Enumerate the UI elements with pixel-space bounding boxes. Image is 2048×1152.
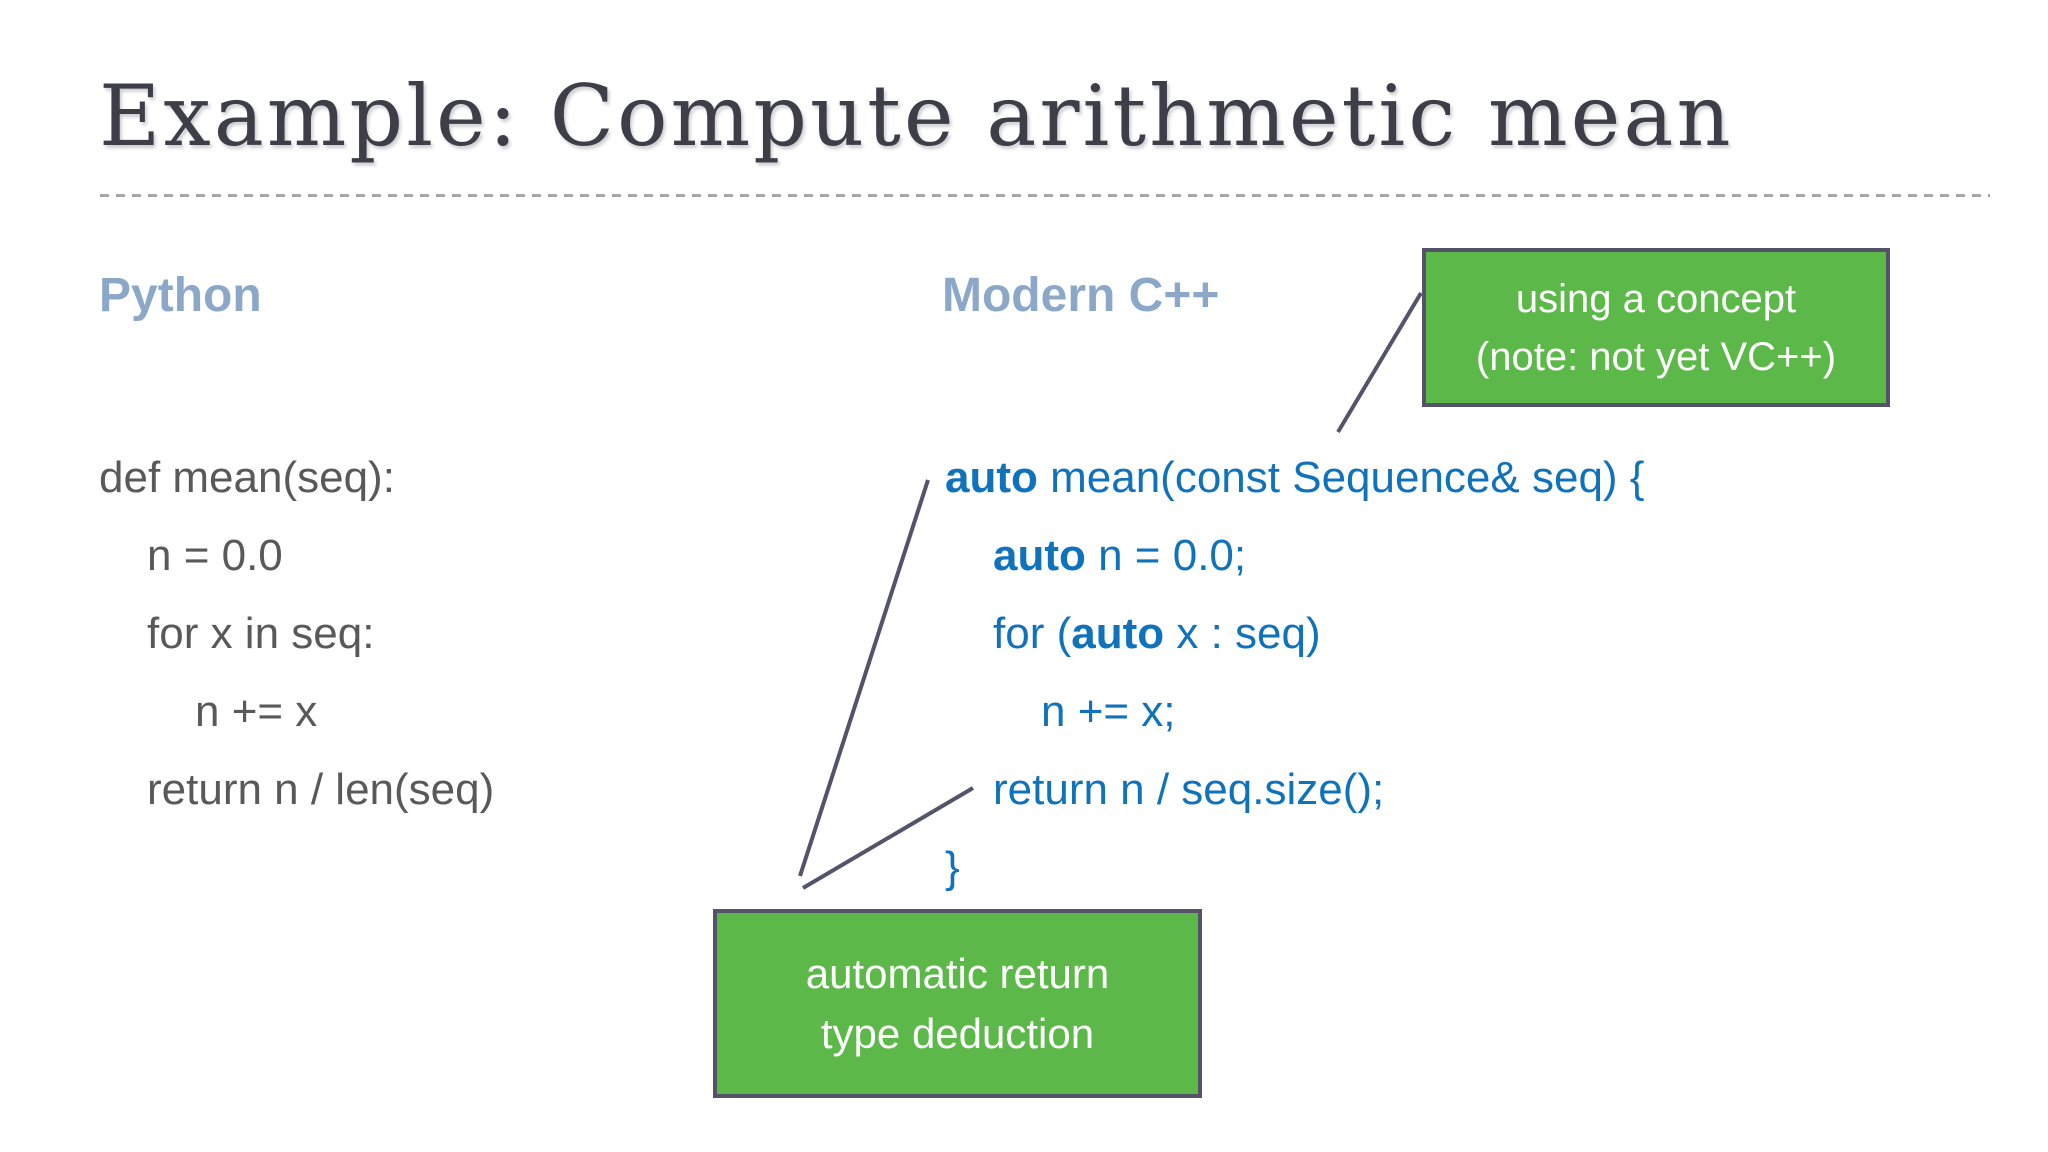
concept-callout-line1: using a concept bbox=[1515, 276, 1797, 321]
code-keyword: auto bbox=[945, 453, 1038, 502]
code-line: n = 0.0 bbox=[99, 517, 494, 595]
code-line: n += x bbox=[99, 673, 494, 751]
slide-title: Example: Compute arithmetic mean bbox=[99, 67, 1734, 165]
code-text: n += x bbox=[195, 687, 318, 736]
code-keyword: auto bbox=[993, 531, 1086, 580]
title-divider bbox=[100, 194, 1990, 197]
code-line: for x in seq: bbox=[99, 595, 494, 673]
code-line: return n / len(seq) bbox=[99, 751, 494, 829]
concept-callout: using a concept (note: not yet VC++) bbox=[1422, 248, 1890, 407]
connector-line-concept bbox=[1336, 291, 1423, 434]
code-line: n += x; bbox=[945, 673, 1644, 751]
code-text: return n / len(seq) bbox=[147, 765, 495, 814]
code-text: for ( bbox=[993, 609, 1072, 658]
code-line: auto mean(const Sequence& seq) { bbox=[945, 439, 1644, 517]
python-code-block: def mean(seq): n = 0.0 for x in seq: n += x… bbox=[99, 439, 494, 829]
code-keyword: auto bbox=[1071, 609, 1165, 658]
connector-line-auto bbox=[798, 479, 930, 877]
code-text: mean(const Sequence& seq) { bbox=[1037, 453, 1645, 502]
code-text: for x in seq: bbox=[147, 609, 375, 658]
code-text: n = 0.0 bbox=[147, 531, 283, 580]
deduction-callout: automatic return type deduction bbox=[713, 909, 1202, 1098]
python-heading: Python bbox=[99, 269, 262, 322]
code-line: auto n = 0.0; bbox=[945, 517, 1644, 595]
code-line: return n / seq.size(); bbox=[945, 751, 1644, 829]
code-text: } bbox=[945, 843, 960, 892]
code-text: x : seq) bbox=[1164, 609, 1321, 658]
cpp-code-block: auto mean(const Sequence& seq) {auto n =… bbox=[945, 439, 1644, 907]
code-text: n += x; bbox=[1041, 687, 1176, 736]
cpp-heading: Modern C++ bbox=[942, 269, 1220, 322]
code-line: } bbox=[945, 829, 1644, 907]
deduction-callout-line1: automatic return bbox=[805, 949, 1110, 997]
code-text: return n / seq.size(); bbox=[993, 765, 1385, 814]
concept-callout-line2: (note: not yet VC++) bbox=[1475, 334, 1837, 379]
code-text: def mean(seq): bbox=[99, 453, 395, 502]
deduction-callout-line2: type deduction bbox=[820, 1009, 1095, 1057]
code-text: n = 0.0; bbox=[1085, 531, 1247, 580]
code-line: def mean(seq): bbox=[99, 439, 494, 517]
code-line: for (auto x : seq) bbox=[945, 595, 1644, 673]
